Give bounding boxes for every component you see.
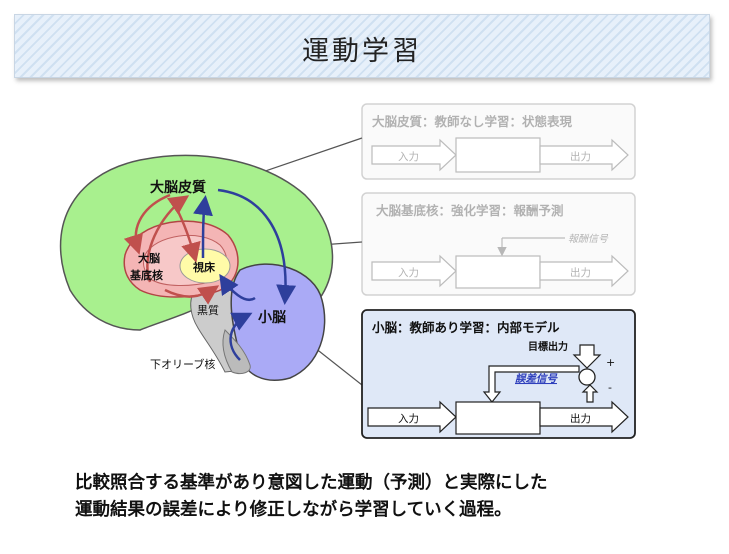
panel-cerebellum-plus: + — [606, 356, 615, 369]
basal-ganglia-label-2: 基底核 — [129, 268, 163, 282]
panel-cerebellum: 小脳：教師あり学習：内部モデル 目標出力 + - 誤差信号 入力 出力 — [361, 309, 636, 439]
panel-cerebellum-input: 入力 — [398, 412, 419, 425]
basal-ganglia-label-1: 大脳 — [138, 251, 160, 265]
brain-illustration — [59, 154, 334, 381]
panel-basal-input: 入力 — [398, 266, 419, 279]
panel-cortex: 大脳皮質：教師なし学習：状態表現 入力 出力 — [361, 103, 636, 180]
panel-basal-signal: 報酬信号 — [568, 233, 609, 245]
title-banner: 運動学習 — [14, 14, 710, 78]
panel-cortex-input: 入力 — [398, 150, 419, 163]
panel-cortex-title: 大脳皮質：教師なし学習：状態表現 — [372, 114, 573, 129]
panel-cerebellum-target: 目標出力 — [528, 340, 568, 353]
cerebellum-label: 小脳 — [258, 309, 286, 326]
panel-cerebellum-minus: - — [608, 381, 612, 394]
slide-title: 運動学習 — [302, 36, 422, 67]
panel-cerebellum-error: 誤差信号 — [515, 372, 558, 385]
panel-cortex-output: 出力 — [570, 150, 591, 163]
thalamus-label: 視床 — [192, 260, 216, 274]
caption-line-1: 比較照合する基準があり意図した運動（予測）と実際にした — [75, 473, 548, 493]
panel-basal-ganglia: 大脳基底核：強化学習：報酬予測 報酬信号 入力 出力 — [361, 192, 636, 296]
caption-line-2: 運動結果の誤差により修正しながら学習していく過程。 — [75, 500, 512, 520]
panel-cerebellum-title: 小脳：教師あり学習：内部モデル — [371, 320, 560, 335]
inferior-olive-label: 下オリーブ核 — [150, 357, 215, 371]
substantia-nigra-label: 黒質 — [197, 303, 219, 317]
panel-cerebellum-output: 出力 — [570, 412, 591, 425]
pathway-arrows — [123, 188, 297, 361]
cortex-label: 大脳皮質 — [150, 179, 206, 196]
comparator-circle — [578, 368, 596, 386]
caption: 比較照合する基準があり意図した運動（予測）と実際にした 運動結果の誤差により修正… — [75, 470, 695, 524]
panel-basal-output: 出力 — [570, 266, 591, 279]
panel-basal-title: 大脳基底核：強化学習：報酬予測 — [376, 203, 564, 218]
